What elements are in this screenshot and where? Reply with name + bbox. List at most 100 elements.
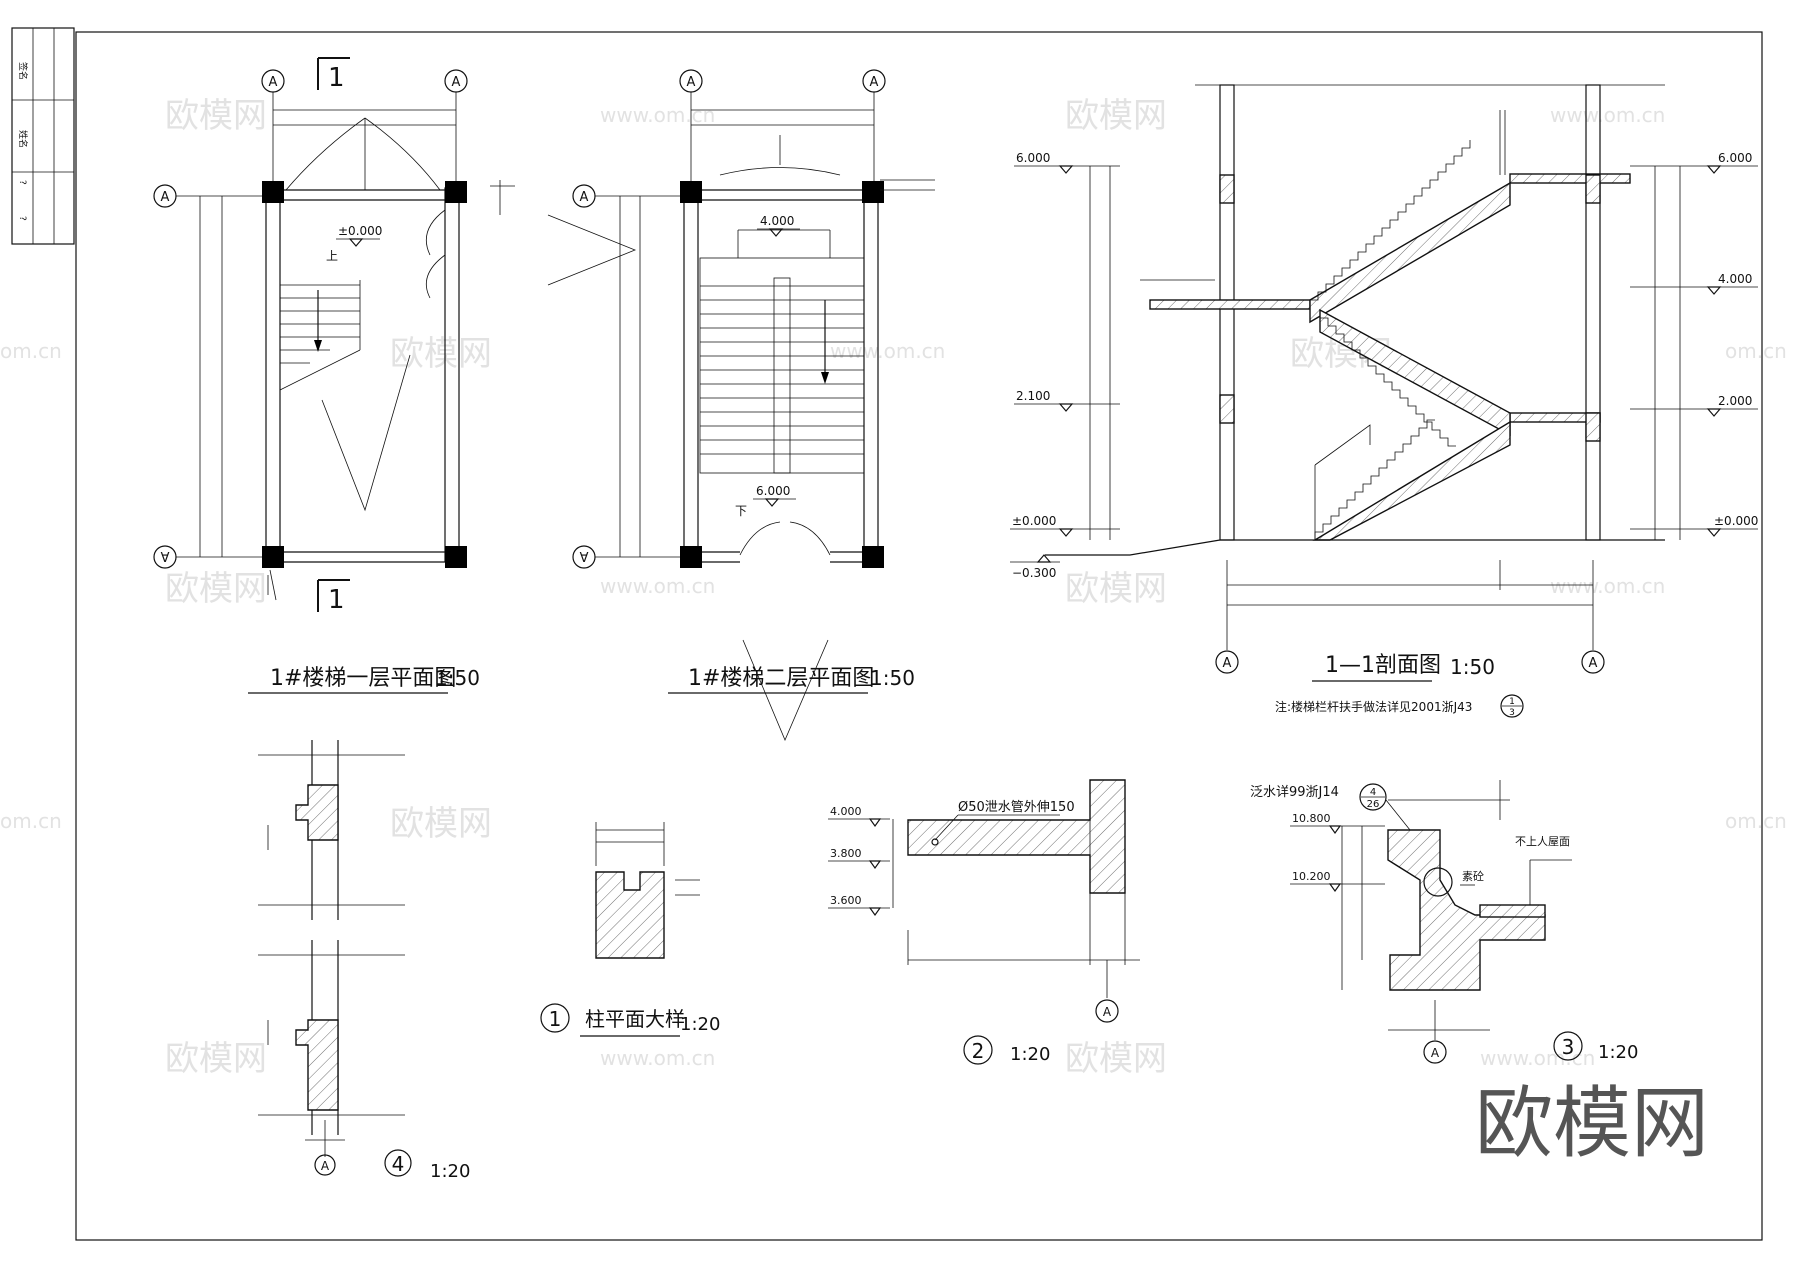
plan-2-title: 1#楼梯二层平面图 [688, 666, 874, 691]
detail-ref-sheet: 26 [1367, 799, 1380, 810]
detail-4: A 4 1:20 [258, 740, 470, 1182]
detail-scale: 1:20 [430, 1161, 470, 1182]
watermark-url: www.om.cn [600, 103, 715, 127]
detail-number-bubble [963, 1035, 993, 1065]
plan-1-first-floor: A A A A 1 1 [153, 57, 515, 694]
down-label: 下 [735, 504, 747, 518]
title-block-cell: ? [17, 180, 27, 185]
elevation-label: 6.000 [756, 484, 790, 498]
title-block-cell: 签名 [17, 62, 29, 80]
watermark-logo-large: 欧模网 [1475, 1079, 1709, 1169]
grid-label: A [870, 75, 879, 90]
title-block-cell: ? [17, 216, 27, 221]
grid-label: A [579, 548, 588, 563]
pipe-note: Ø50泄水管外伸150 [958, 800, 1075, 815]
level-label: 4.000 [1718, 272, 1752, 286]
watermark-url: www.om.cn [1550, 574, 1665, 598]
watermark-brand: 欧模网 [390, 804, 492, 844]
elevation-label: 4.000 [760, 214, 794, 228]
detail-scale: 1:20 [1010, 1044, 1050, 1065]
watermark-url: www.om.cn [1550, 103, 1665, 127]
title-block: 签名 姓名 ? ? [11, 27, 75, 245]
grid-label: A [687, 75, 696, 90]
watermark-brand: 欧模网 [165, 569, 267, 609]
section-1-1: 6.000 2.100 ±0.000 −0.300 6.000 4.000 2.… [1010, 84, 1758, 718]
roof-note: 不上人屋面 [1515, 835, 1570, 848]
section-scale: 1:50 [1450, 655, 1495, 679]
grid-label: A [1223, 656, 1232, 671]
plan-2-scale: 1:50 [870, 666, 915, 690]
section-note: 注:楼梯栏杆扶手做法详见2001浙J43 [1275, 699, 1472, 714]
plan-1-scale: 1:50 [435, 666, 480, 690]
detail-scale: 1:20 [1598, 1042, 1638, 1063]
grid-label: A [1589, 656, 1598, 671]
watermark-url: www.om.cn [600, 1046, 715, 1070]
level-label: ±0.000 [1012, 514, 1056, 528]
column [445, 181, 467, 203]
plan-2-second-floor: A A A A [547, 69, 935, 742]
detail-3: 泛水详99浙J14 4 26 不上人屋面 素砼 10.800 10.200 A … [1250, 780, 1638, 1064]
detail-number-bubble [540, 1003, 570, 1033]
watermark-url: om.cn [0, 339, 62, 363]
detail-number: 3 [1562, 1035, 1575, 1059]
detail-number-bubble [1553, 1031, 1583, 1061]
grid-label: A [160, 548, 169, 563]
plan-1-title: 1#楼梯一层平面图 [270, 666, 456, 691]
title-block-cell: 姓名 [17, 130, 29, 148]
column [262, 181, 284, 203]
detail-number-bubble [384, 1149, 412, 1177]
watermark-url: www.om.cn [600, 574, 715, 598]
watermark-brand: 欧模网 [165, 1039, 267, 1079]
detail-title: 柱平面大样 [585, 1007, 685, 1031]
level-label: 10.200 [1292, 870, 1331, 883]
watermark-url: om.cn [1725, 339, 1787, 363]
column [445, 546, 467, 568]
level-label: 6.000 [1016, 151, 1050, 165]
detail-ref-number: 4 [1370, 787, 1376, 798]
note-ref-number: 1 [1509, 697, 1515, 707]
watermark-brand: 欧模网 [1065, 96, 1167, 136]
elevation-label: ±0.000 [338, 224, 382, 238]
level-label: 3.600 [830, 894, 862, 907]
watermark-brand: 欧模网 [1065, 569, 1167, 609]
level-label: 6.000 [1718, 151, 1752, 165]
column [262, 546, 284, 568]
wall-left [265, 187, 281, 562]
watermark-url: www.om.cn [1480, 1046, 1595, 1070]
detail-ref-bubble [1359, 783, 1387, 811]
detail-number: 4 [392, 1152, 405, 1176]
watermark-url: om.cn [1725, 809, 1787, 833]
grid-label: A [1431, 1046, 1440, 1060]
detail-1: 1 柱平面大样 1:20 [540, 822, 720, 1037]
section-title: 1—1剖面图 [1325, 653, 1441, 678]
stair-treads [700, 285, 864, 455]
note-ref-sheet: 3 [1509, 708, 1515, 718]
section-mark-label: 1 [328, 585, 345, 615]
watermark-url: www.om.cn [830, 339, 945, 363]
detail-number: 2 [972, 1039, 985, 1063]
grid-label: A [321, 1159, 330, 1173]
detail-2: Ø50泄水管外伸150 4.000 3.800 3.600 A 2 1:20 [828, 779, 1140, 1065]
watermark-url: om.cn [0, 809, 62, 833]
watermark-brand: 欧模网 [1065, 1039, 1167, 1079]
wall-right [444, 187, 460, 562]
level-label: 10.800 [1292, 812, 1331, 825]
level-label: 2.100 [1016, 389, 1050, 403]
concrete-note: 素砼 [1462, 870, 1484, 883]
flashing-ref-note: 泛水详99浙J14 [1250, 785, 1339, 800]
note-ref-bubble [1500, 694, 1524, 718]
section-wall-right [1585, 84, 1601, 541]
section-left-levels: 6.000 2.100 ±0.000 −0.300 [1010, 151, 1215, 580]
level-label: 3.800 [830, 847, 862, 860]
level-label: −0.300 [1012, 566, 1056, 580]
grid-label: A [452, 75, 461, 90]
sheet-border [75, 31, 1763, 1241]
detail-scale: 1:20 [680, 1014, 720, 1035]
grid-label: A [269, 75, 278, 90]
watermark-brand: 欧模网 [165, 96, 267, 136]
section-mark-label: 1 [328, 63, 345, 93]
level-label: 4.000 [830, 805, 862, 818]
section-wall-left [1219, 84, 1235, 541]
grid-label: A [580, 190, 589, 205]
